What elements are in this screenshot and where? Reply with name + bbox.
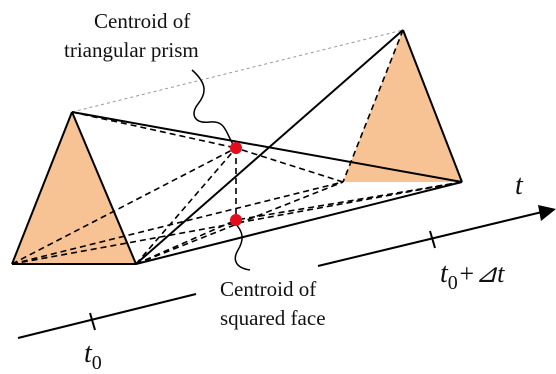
edge bbox=[135, 181, 463, 265]
t1-label: t0+⊿t bbox=[440, 258, 505, 294]
prism-centroid-leader bbox=[191, 69, 235, 147]
edge bbox=[11, 181, 344, 265]
t1-tick bbox=[429, 230, 436, 249]
time-axis bbox=[17, 205, 556, 339]
prism-centroid-label-line2: triangular prism bbox=[64, 38, 199, 62]
edge bbox=[235, 181, 463, 221]
t0-tick bbox=[89, 312, 96, 331]
dashed-edges bbox=[11, 29, 463, 265]
left-triangle-face bbox=[12, 112, 136, 264]
edge bbox=[135, 147, 237, 265]
t0-label: t0 bbox=[84, 338, 102, 374]
edge bbox=[135, 29, 404, 265]
axis-arrowhead bbox=[538, 205, 556, 221]
edge bbox=[71, 111, 137, 265]
axis-segment-upper bbox=[317, 211, 543, 267]
edge bbox=[135, 219, 237, 265]
edge bbox=[11, 181, 463, 265]
t1-base: t bbox=[440, 258, 449, 289]
face-centroid-label-line1: Centroid of bbox=[220, 277, 316, 301]
top-hidden-edge bbox=[71, 29, 404, 113]
right-triangle-face bbox=[343, 30, 462, 182]
t1-suffix: +⊿t bbox=[458, 259, 505, 288]
t1-subscript: 0 bbox=[448, 272, 458, 294]
prism-centroid-label-line1: Centroid of bbox=[94, 9, 190, 33]
time-axis-label: t bbox=[515, 170, 524, 201]
edge bbox=[71, 111, 463, 183]
edge bbox=[71, 111, 237, 149]
edge bbox=[235, 147, 344, 183]
edge bbox=[11, 111, 73, 265]
prism-centroid-marker bbox=[230, 142, 242, 154]
face-centroid-leader bbox=[233, 221, 251, 271]
face-centroid-marker bbox=[230, 214, 242, 226]
edge bbox=[342, 29, 404, 183]
solid-edges bbox=[11, 29, 463, 265]
t0-base: t bbox=[84, 338, 93, 369]
axis-segment-lower bbox=[17, 293, 197, 339]
edge bbox=[11, 147, 237, 265]
t0-subscript: 0 bbox=[92, 352, 102, 374]
face-centroid-label-line2: squared face bbox=[220, 306, 326, 330]
edge bbox=[402, 29, 463, 183]
